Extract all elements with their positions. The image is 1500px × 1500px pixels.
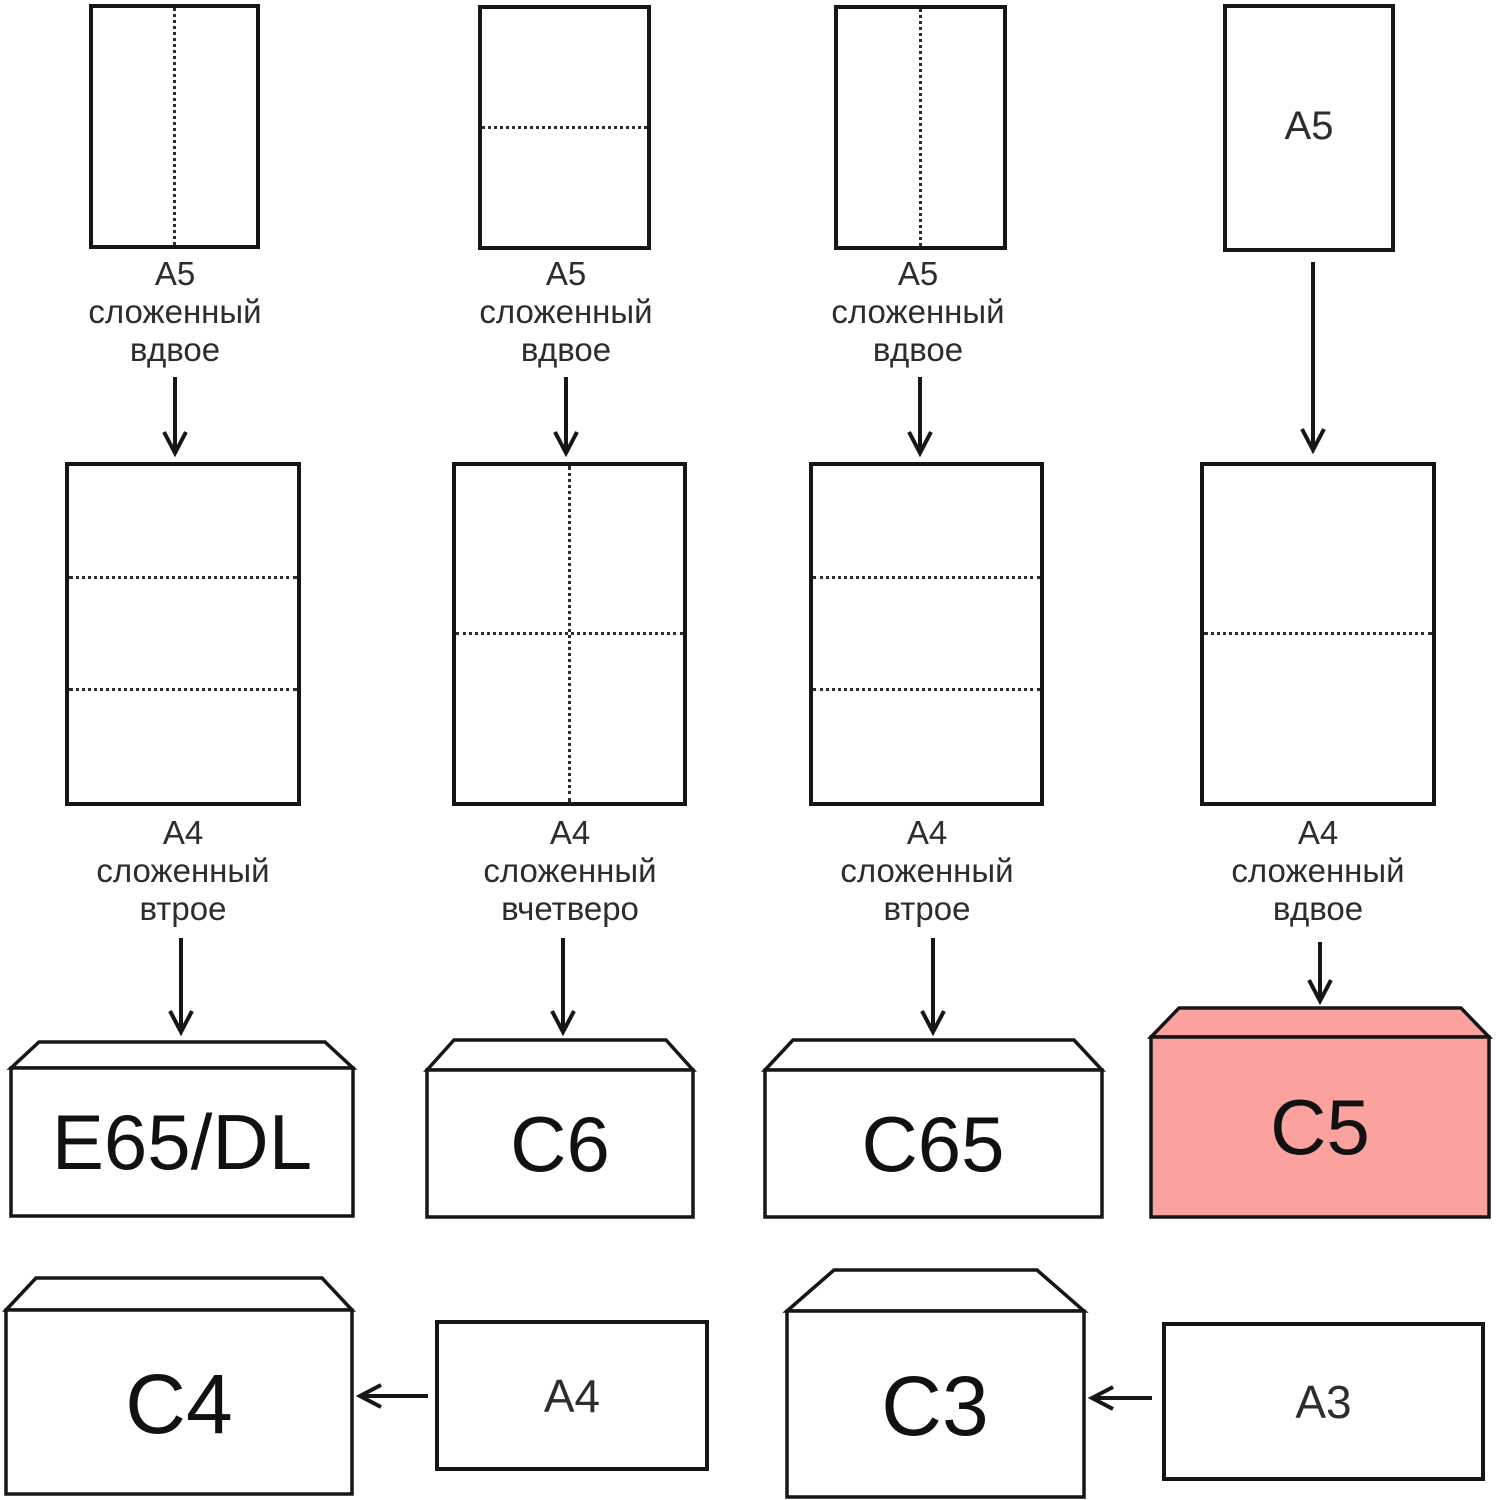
- envelope-e65dl: E65/DL: [6, 1040, 358, 1218]
- envelope-body: [4, 1308, 354, 1496]
- caption-a5-col3: A5 сложенный вдвое: [788, 255, 1048, 369]
- envelope-label: C4: [125, 1357, 232, 1451]
- arrow-down-a5-to-a4-col4: [1300, 262, 1326, 455]
- envelope-body: [785, 1309, 1086, 1499]
- envelope-body: [9, 1066, 355, 1218]
- envelope-flap: [6, 1040, 358, 1070]
- paper-a5-inner-label: A5: [1284, 104, 1334, 148]
- arrow-down-a4-to-envelope-col2: [550, 938, 576, 1037]
- fold-line-horizontal: [482, 125, 647, 129]
- envelope-label: C6: [510, 1100, 610, 1188]
- fold-line-horizontal: [69, 687, 297, 691]
- paper-a4-col4: [1200, 462, 1436, 806]
- paper-label: A3: [1295, 1375, 1352, 1428]
- caption-line: сложенный: [840, 852, 1014, 889]
- caption-a4-col1: A4 сложенный втрое: [53, 814, 313, 928]
- arrow-left-a4-to-c4: [355, 1383, 428, 1409]
- fold-line-vertical: [567, 466, 571, 802]
- envelope-body: [763, 1068, 1104, 1219]
- envelope-label: E65/DL: [52, 1098, 312, 1186]
- paper-a5-col4: A5: [1223, 4, 1395, 252]
- caption-line: сложенный: [831, 293, 1005, 330]
- caption-line: A4: [549, 814, 591, 851]
- envelope-label: C65: [861, 1100, 1004, 1188]
- caption-line: втрое: [139, 890, 227, 927]
- caption-line: A5: [897, 255, 939, 292]
- fold-line-horizontal: [813, 575, 1040, 579]
- caption-line: A4: [1297, 814, 1339, 851]
- caption-line: сложенный: [96, 852, 270, 889]
- fold-line-vertical: [172, 8, 176, 245]
- caption-line: сложенный: [88, 293, 262, 330]
- caption-line: вдвое: [1272, 890, 1364, 927]
- arrow-down-a5-to-a4-col3: [907, 377, 933, 458]
- envelope-c3: C3: [782, 1268, 1089, 1499]
- arrow-down-a4-to-envelope-col4: [1307, 942, 1333, 1006]
- envelope-body: [425, 1068, 695, 1219]
- envelope-flap: [760, 1038, 1107, 1072]
- caption-line: сложенный: [1231, 852, 1405, 889]
- envelope-flap: [1146, 1006, 1494, 1039]
- envelope-c5-highlighted: C5: [1146, 1006, 1494, 1219]
- paper-a3-source: A3: [1162, 1322, 1485, 1481]
- envelope-flap: [423, 1038, 697, 1072]
- envelope-c6: C6: [423, 1038, 697, 1219]
- caption-a5-col1: A5 сложенный вдвое: [45, 255, 305, 369]
- caption-line: вчетверо: [501, 890, 639, 927]
- caption-line: A5: [154, 255, 196, 292]
- paper-a5-col2: [478, 5, 651, 250]
- arrow-down-a5-to-a4-col2: [553, 377, 579, 458]
- caption-line: A4: [906, 814, 948, 851]
- arrow-down-a4-to-envelope-col1: [168, 938, 194, 1037]
- caption-a5-col2: A5 сложенный вдвое: [436, 255, 696, 369]
- fold-line-horizontal: [1204, 632, 1432, 635]
- paper-a5-col1: [89, 4, 260, 249]
- fold-line-horizontal: [813, 687, 1040, 691]
- fold-line-horizontal: [69, 575, 297, 579]
- paper-a4-col1: [65, 462, 301, 806]
- arrow-down-a4-to-envelope-col3: [920, 938, 946, 1037]
- caption-line: сложенный: [479, 293, 653, 330]
- envelope-body: [1149, 1035, 1491, 1219]
- caption-line: вдвое: [520, 331, 612, 368]
- paper-a4-col2: [452, 462, 687, 806]
- caption-a4-col4: A4 сложенный вдвое: [1188, 814, 1448, 928]
- envelope-label: C5: [1270, 1083, 1370, 1171]
- envelope-c4: C4: [1, 1276, 357, 1496]
- envelope-flap: [782, 1268, 1089, 1313]
- caption-line: A4: [162, 814, 204, 851]
- envelope-label: C3: [881, 1359, 988, 1453]
- paper-a4-source: A4: [435, 1320, 709, 1471]
- caption-line: вдвое: [129, 331, 221, 368]
- caption-line: втрое: [883, 890, 971, 927]
- caption-line: вдвое: [872, 331, 964, 368]
- envelope-c65: C65: [760, 1038, 1107, 1219]
- caption-line: A5: [545, 255, 587, 292]
- caption-a4-col3: A4 сложенный втрое: [797, 814, 1057, 928]
- arrow-down-a5-to-a4-col1: [162, 377, 188, 458]
- arrow-left-a3-to-c3: [1087, 1385, 1152, 1411]
- caption-line: сложенный: [483, 852, 657, 889]
- caption-a4-col2: A4 сложенный вчетверо: [440, 814, 700, 928]
- paper-label: A4: [543, 1369, 601, 1422]
- paper-a4-col3: [809, 462, 1044, 806]
- fold-line-vertical: [918, 9, 922, 246]
- paper-a5-col3: [834, 5, 1007, 250]
- envelope-flap: [1, 1276, 357, 1312]
